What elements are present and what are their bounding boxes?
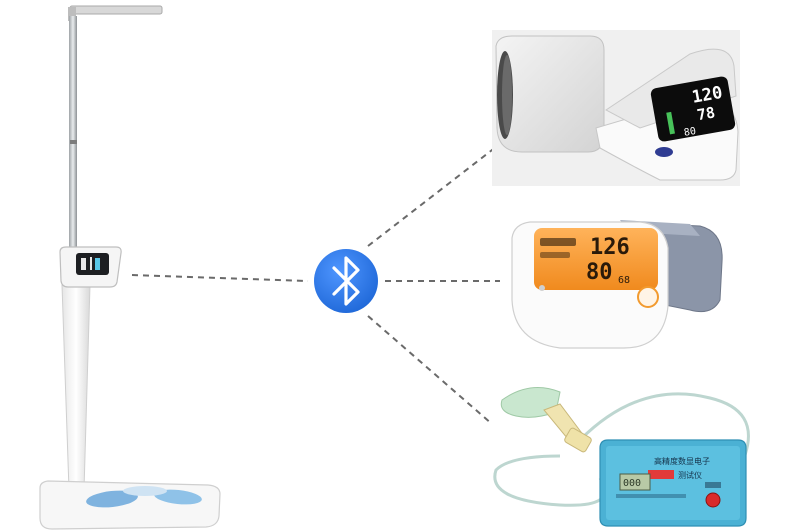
scale-screen	[76, 253, 109, 275]
bp-monitor-1-photo: 120 78 80	[492, 30, 740, 186]
connector-bp1	[367, 139, 506, 247]
spirometer-button	[705, 492, 721, 508]
foot-pad-left	[86, 490, 138, 508]
bp2-start-button	[637, 286, 659, 308]
bp2-pulse: 68	[618, 275, 630, 286]
spirometer-tube	[493, 392, 750, 507]
bp2-diastolic: 80	[586, 260, 613, 285]
bp2-systolic: 126	[590, 235, 630, 260]
head-arm	[69, 5, 163, 15]
spirometer-subtitle: 测试仪	[678, 470, 702, 480]
spirometer-title: 高精度数显电子	[654, 456, 710, 466]
connector-scale	[131, 274, 309, 282]
connector-spirometer	[367, 315, 493, 425]
measuring-pole	[69, 16, 77, 251]
bp-monitor-2-photo: 126 80 68	[511, 220, 723, 349]
height-weight-scale	[39, 5, 221, 530]
bluetooth-icon	[314, 249, 378, 313]
connector-lines	[131, 139, 506, 425]
spirometer-value: 000	[623, 478, 641, 489]
bp1-pulse: 80	[683, 126, 697, 139]
spirometer-photo: 高精度数显电子 测试仪 000	[493, 387, 750, 527]
bp1-diastolic: 78	[696, 103, 717, 124]
spirometer-screen	[619, 473, 651, 491]
bp1-start-button	[655, 147, 673, 157]
foot-pad-right	[154, 489, 202, 505]
scale-column	[61, 284, 91, 491]
